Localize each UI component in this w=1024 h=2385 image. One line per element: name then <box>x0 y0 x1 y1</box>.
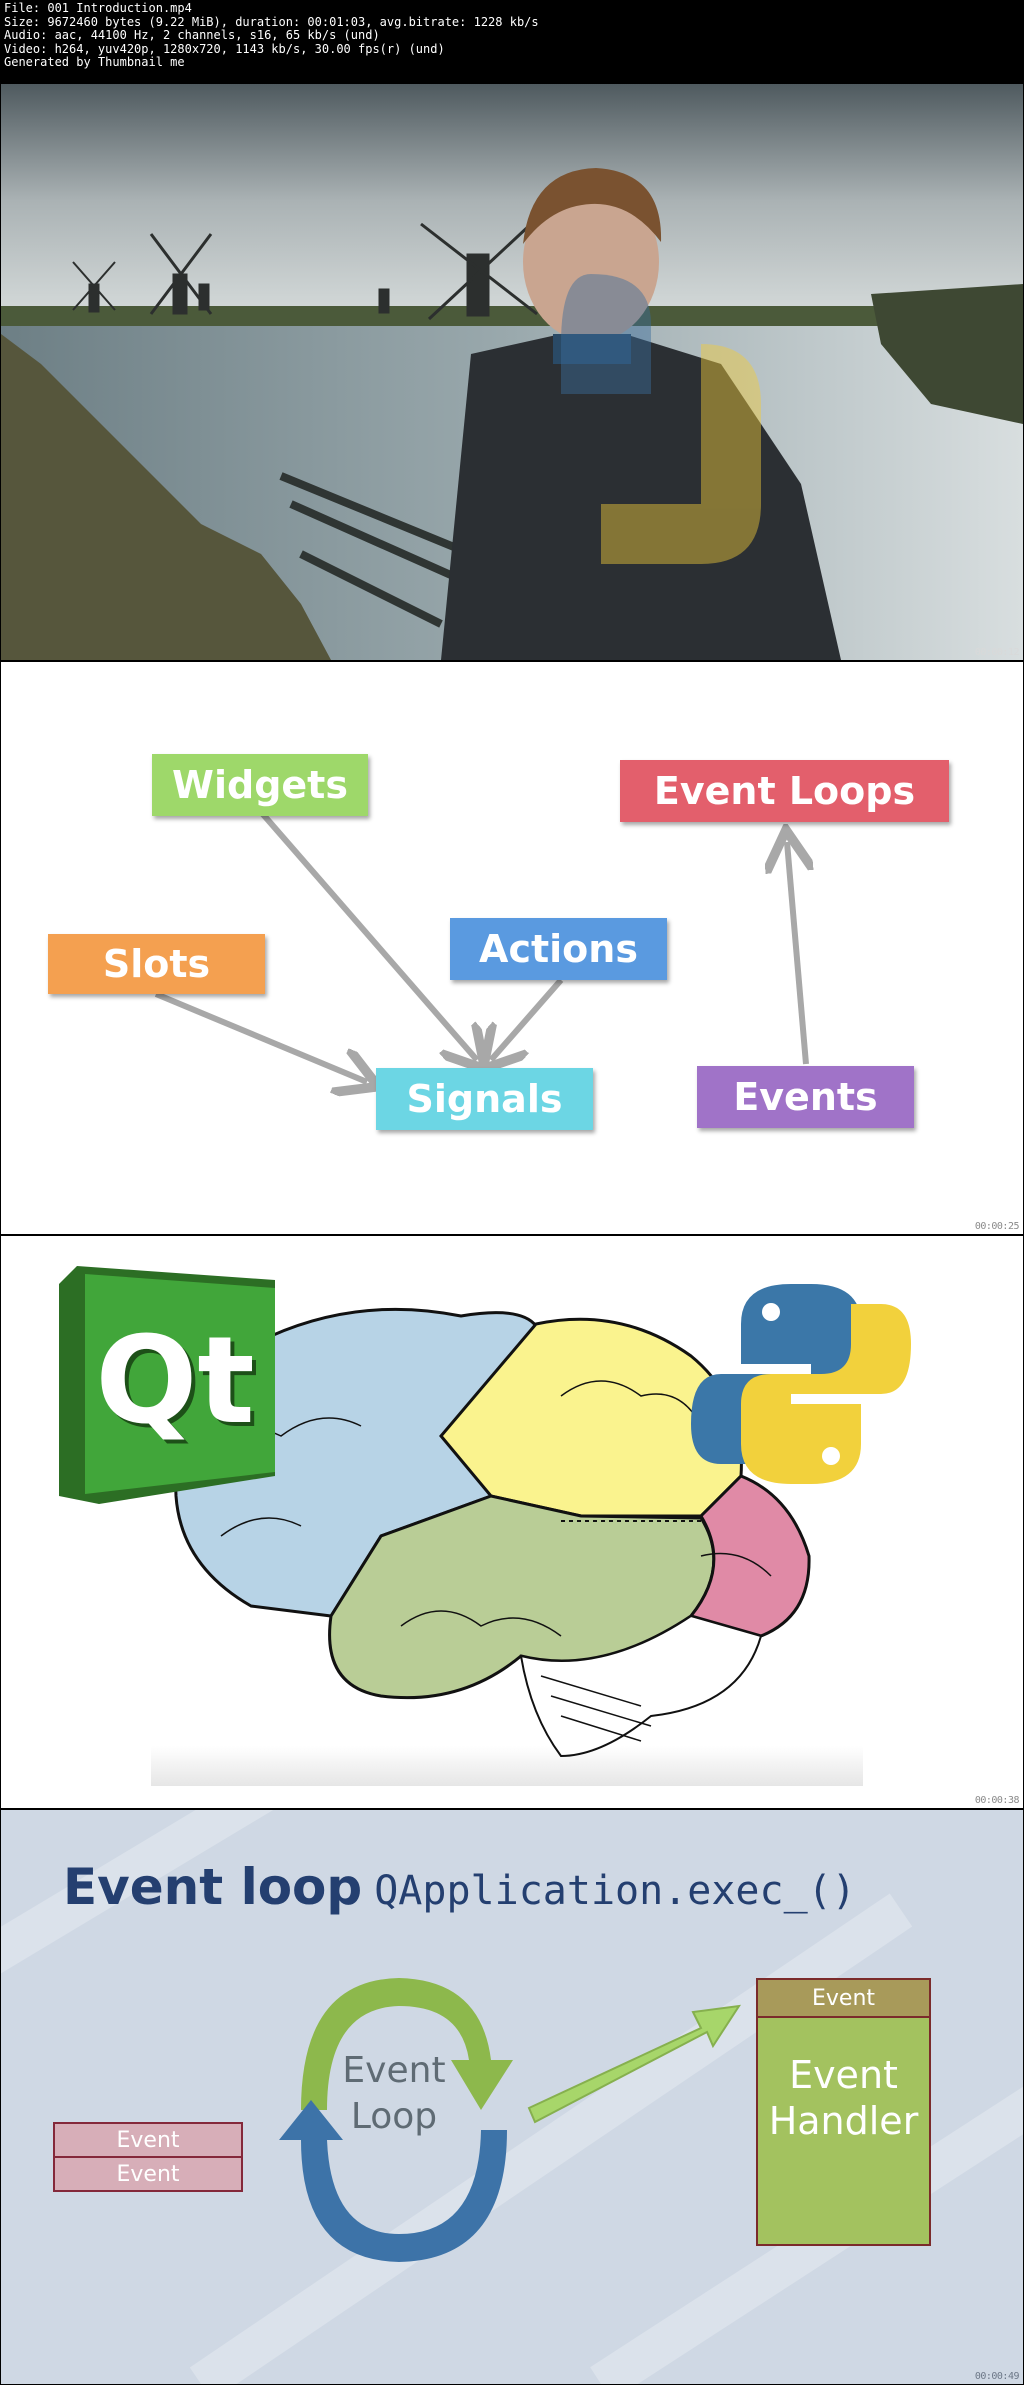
windmill-icon <box>72 222 538 321</box>
handler-header: Event <box>758 1980 929 2018</box>
frame-presenter: 00:00:12 <box>1 84 1023 660</box>
queue-event-2: Event <box>53 2156 243 2192</box>
qt-logo-shadow: Qt <box>99 1316 258 1455</box>
timestamp: 00:00:38 <box>974 1795 1020 1806</box>
video-info-header: File: 001 Introduction.mp4 Size: 9672460… <box>0 0 1024 84</box>
event-handler-box: Event Event Handler <box>756 1978 931 2246</box>
event-loops-box: Event Loops <box>620 760 949 822</box>
audio-line: Audio: aac, 44100 Hz, 2 channels, s16, 6… <box>4 28 380 42</box>
actions-box: Actions <box>450 918 667 980</box>
size-line: Size: 9672460 bytes (9.22 MiB), duration… <box>4 14 539 29</box>
loop-label-line2: Loop <box>350 2096 438 2137</box>
arrow-to-handler <box>527 2004 742 2124</box>
python-logo <box>691 1284 911 1484</box>
timestamp: 00:00:49 <box>974 2371 1020 2382</box>
video-line: Video: h264, yuv420p, 1280x720, 1143 kb/… <box>4 41 445 56</box>
arrow-events-eventloops <box>787 842 806 1065</box>
title-text: Event loop <box>63 1858 363 1916</box>
concept-arrows <box>154 810 1023 1234</box>
loop-arrow-blue <box>279 2100 507 2262</box>
handler-line1: Event <box>789 2053 898 2097</box>
timestamp: 00:00:25 <box>974 1221 1020 1232</box>
presenter-scene <box>1 84 1023 660</box>
slots-box: Slots <box>48 934 265 994</box>
frame-qt-brain-python: Qt Qt 00:00:38 <box>1 1236 1023 1808</box>
handler-body: Event Handler <box>758 2052 929 2144</box>
widgets-box: Widgets <box>152 754 368 816</box>
arrow-slots-signals <box>154 991 367 1082</box>
timestamp: 00:00:12 <box>974 647 1020 658</box>
loop-label-line1: Event <box>342 2050 446 2091</box>
loop-label: Event Loop <box>319 2048 469 2140</box>
arrow-widgets-signals <box>258 810 477 1060</box>
python-logo-overlay <box>561 274 761 564</box>
queue-event-1: Event <box>53 2122 243 2158</box>
generator-line: Generated by Thumbnail me <box>4 55 185 69</box>
signals-box: Signals <box>376 1068 593 1130</box>
qt-logo-text: Qt <box>95 1312 254 1451</box>
frame-concepts: Widgets Event Loops Slots Actions Signal… <box>1 662 1023 1234</box>
loop-arrow-green <box>301 1978 513 2110</box>
handler-line2: Handler <box>768 2099 919 2143</box>
file-line: File: 001 Introduction.mp4 <box>4 1 192 15</box>
event-loop-arrows <box>279 1978 742 2262</box>
code-text: QApplication.exec_() <box>374 1868 856 1914</box>
events-box: Events <box>697 1066 914 1128</box>
arrow-actions-signals <box>491 978 564 1060</box>
qt-logo: Qt Qt <box>59 1266 275 1504</box>
